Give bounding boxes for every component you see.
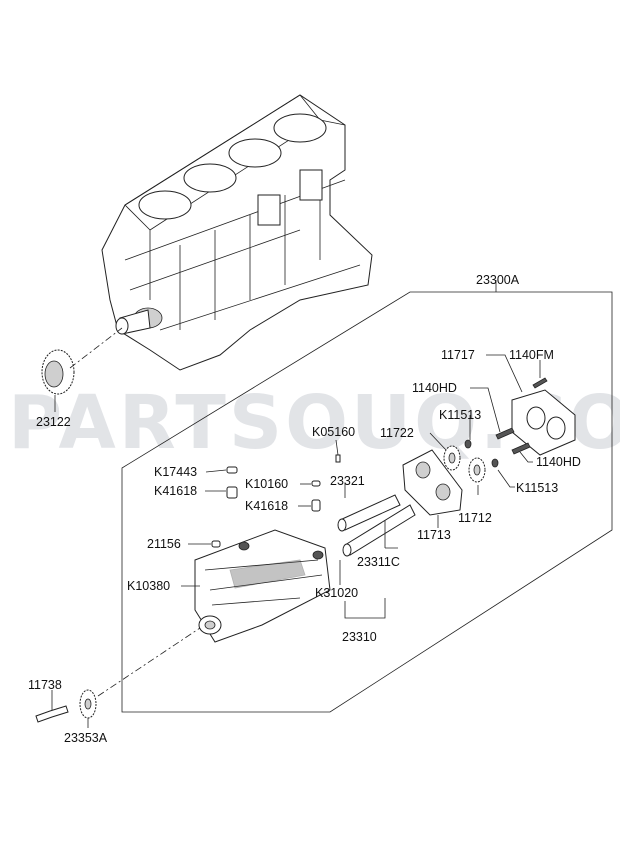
label-k05160: K05160 (312, 425, 355, 439)
label-11712: 11712 (458, 511, 492, 525)
washer-k11513-a (464, 439, 472, 449)
label-11717: 11717 (441, 348, 475, 362)
leader-lines (51, 354, 541, 728)
label-23353a: 23353A (64, 731, 108, 745)
rotor-shafts (337, 494, 416, 557)
label-23321: 23321 (330, 474, 365, 488)
part-21156 (211, 540, 221, 548)
assembly-boundary-23300a (121, 291, 613, 713)
label-21156: 21156 (147, 537, 181, 551)
part-k41618-b (311, 499, 321, 512)
label-1140hd-b: 1140HD (536, 455, 581, 469)
label-k10380: K10380 (127, 579, 170, 593)
sprocket-23122 (41, 349, 75, 395)
centerline-crank (69, 327, 123, 369)
label-k41618-a: K41618 (154, 484, 197, 498)
label-k17443: K17443 (154, 465, 197, 479)
label-1140fm: 1140FM (509, 348, 554, 362)
label-23310: 23310 (342, 630, 377, 644)
label-k31020: K31020 (315, 586, 358, 600)
gear-11712 (468, 457, 486, 483)
bolt-1140hd-b (511, 442, 531, 455)
part-k41618-a (226, 486, 238, 499)
part-k10160 (311, 480, 321, 487)
cover-11717 (511, 389, 576, 456)
oil-pump-housing (194, 529, 331, 643)
label-k10160: K10160 (245, 477, 288, 491)
bolt-1140fm (532, 377, 548, 389)
label-23311c: 23311C (357, 555, 400, 569)
label-23122: 23122 (36, 415, 71, 429)
label-11722: 11722 (380, 426, 414, 440)
label-k11513-b: K11513 (516, 481, 558, 495)
part-k05160 (335, 454, 341, 463)
part-k17443 (226, 466, 238, 474)
label-11738: 11738 (28, 678, 62, 692)
gear-11722 (443, 445, 461, 471)
label-k41618-b: K41618 (245, 499, 288, 513)
sprocket-23353a (79, 689, 97, 719)
plate-11713 (402, 449, 463, 516)
bolt-1140hd-a (495, 427, 515, 440)
label-11713: 11713 (417, 528, 451, 542)
label-1140hd-a: 1140HD (412, 381, 457, 395)
centerline-pump (97, 627, 201, 697)
washer-k11513-b (491, 458, 499, 468)
label-23300a: 23300A (476, 273, 520, 287)
part-labels: 23300A 11717 1140FM 1140HD K11513 11722 … (28, 273, 581, 745)
label-k11513-a: K11513 (439, 408, 481, 422)
engine-block-illustration (101, 94, 373, 371)
bolt-11738 (35, 705, 69, 723)
